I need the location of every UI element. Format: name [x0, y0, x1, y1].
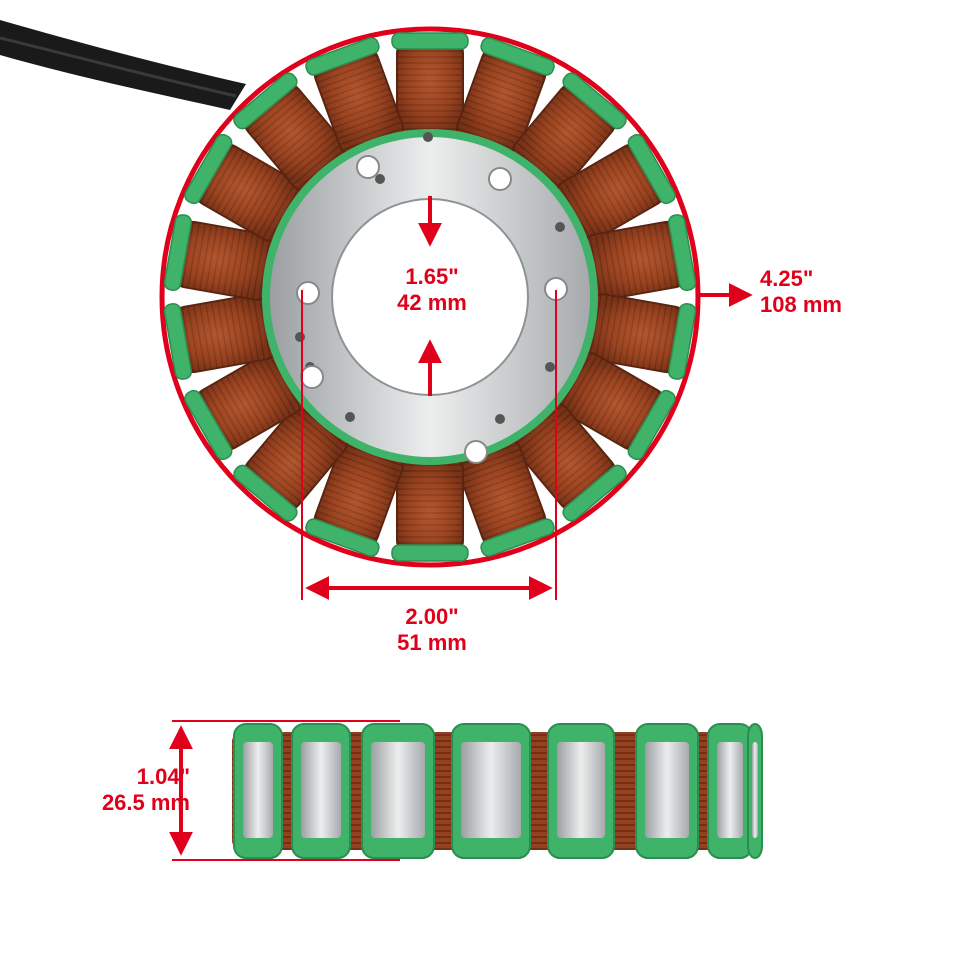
- bolt-spacing-label: 2.00" 51 mm: [372, 604, 492, 656]
- side-pole: [233, 723, 283, 859]
- side-pole: [707, 723, 753, 859]
- bolt-spacing-mm: 51 mm: [397, 630, 467, 655]
- rivet: [375, 174, 385, 184]
- bolt-hole: [356, 155, 380, 179]
- bolt-holes: [295, 132, 568, 464]
- stator-coil: [163, 214, 279, 301]
- outer-diameter-inches: 4.25": [760, 266, 814, 291]
- bolt-hole: [464, 440, 488, 464]
- outer-diameter-circle: [159, 26, 701, 568]
- rivet: [345, 412, 355, 422]
- outer-diameter-label: 4.25" 108 mm: [760, 266, 870, 318]
- bolt-spacing-inches: 2.00": [405, 604, 459, 629]
- inner-diameter-label: 1.65" 42 mm: [372, 264, 492, 316]
- stator-coil: [184, 351, 306, 461]
- stator-coil: [554, 351, 676, 461]
- wiring-harness: [0, 20, 246, 110]
- rivet: [545, 362, 555, 372]
- height-mm: 26.5 mm: [101, 790, 190, 815]
- bolt-hole: [300, 365, 324, 389]
- stator-coil: [391, 32, 469, 139]
- side-pole: [747, 723, 763, 859]
- rivet: [495, 414, 505, 424]
- stator-coil: [554, 133, 676, 243]
- side-pole: [547, 723, 615, 859]
- height-inches: 1.04": [136, 764, 190, 789]
- rivet: [295, 332, 305, 342]
- stator-coil: [391, 455, 469, 562]
- stator-coil: [163, 293, 279, 380]
- rivet: [555, 222, 565, 232]
- side-pole: [451, 723, 531, 859]
- side-pole: [361, 723, 435, 859]
- stator-coil: [305, 37, 404, 157]
- inner-diameter-inches: 1.65": [405, 264, 459, 289]
- rivet: [423, 132, 433, 142]
- stator-coil: [581, 293, 697, 380]
- side-pole: [635, 723, 699, 859]
- height-label: 1.04" 26.5 mm: [40, 764, 190, 816]
- stator-coil: [581, 214, 697, 301]
- stator-coil: [456, 437, 555, 557]
- stator-coil: [511, 401, 627, 522]
- stator-coil: [511, 72, 627, 193]
- stator-coil: [456, 37, 555, 157]
- stator-coil: [305, 437, 404, 557]
- bolt-hole: [296, 281, 320, 305]
- bolt-hole: [488, 167, 512, 191]
- outer-diameter-mm: 108 mm: [760, 292, 842, 317]
- side-pole: [291, 723, 351, 859]
- stator-coil: [233, 72, 349, 193]
- stator-coil: [184, 133, 306, 243]
- stator-coils: [163, 32, 697, 562]
- stator-coil: [233, 401, 349, 522]
- inner-diameter-mm: 42 mm: [397, 290, 467, 315]
- stator-side-poles: [233, 723, 763, 859]
